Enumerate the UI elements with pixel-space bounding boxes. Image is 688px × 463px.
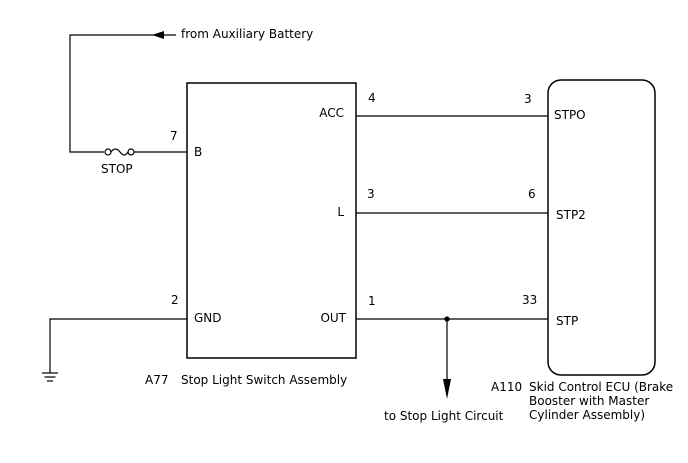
- ecu-pin-number-stp2: 6: [528, 187, 536, 201]
- switch-pin-number-gnd: 2: [171, 293, 179, 307]
- switch-pin-name-out: OUT: [320, 311, 346, 325]
- skid-control-ecu-box: [547, 79, 656, 376]
- switch-pin-name-acc: ACC: [319, 106, 344, 120]
- ecu-pin-name-stpo: STPO: [554, 108, 586, 122]
- fuse-icon: [104, 148, 135, 156]
- fuse-label: STOP: [101, 162, 133, 176]
- switch-pin-name-l: L: [337, 205, 344, 219]
- switch-pin-name-b: B: [194, 145, 202, 159]
- source-label: from Auxiliary Battery: [181, 27, 313, 41]
- ecu-code: A110: [491, 380, 522, 394]
- ecu-pin-name-stp: STP: [556, 314, 578, 328]
- stop-light-switch-box: [186, 82, 357, 359]
- switch-pin-name-gnd: GND: [194, 311, 222, 325]
- ecu-name-line-1: Skid Control ECU (Brake: [529, 380, 673, 394]
- switch-pin-number-out: 1: [368, 294, 376, 308]
- ecu-name-line-2: Booster with Master: [529, 394, 649, 408]
- ground-wire: [49, 318, 187, 373]
- switch-pin-number-l: 3: [367, 187, 375, 201]
- battery-feed-wire: [69, 34, 176, 153]
- switch-name: Stop Light Switch Assembly: [181, 373, 347, 387]
- ecu-pin-name-stp2: STP2: [556, 208, 586, 222]
- switch-pin-number-b: 7: [170, 129, 178, 143]
- branch-label: to Stop Light Circuit: [384, 409, 504, 423]
- arrow-down-icon: [443, 379, 451, 399]
- ecu-pin-number-stp: 33: [522, 293, 537, 307]
- switch-pin-number-acc: 4: [368, 91, 376, 105]
- ecu-pin-number-stpo: 3: [524, 92, 532, 106]
- arrow-left-icon: [152, 31, 164, 39]
- switch-code: A77: [145, 373, 168, 387]
- ecu-name-line-3: Cylinder Assembly): [529, 408, 645, 422]
- ground-icon: [42, 372, 58, 382]
